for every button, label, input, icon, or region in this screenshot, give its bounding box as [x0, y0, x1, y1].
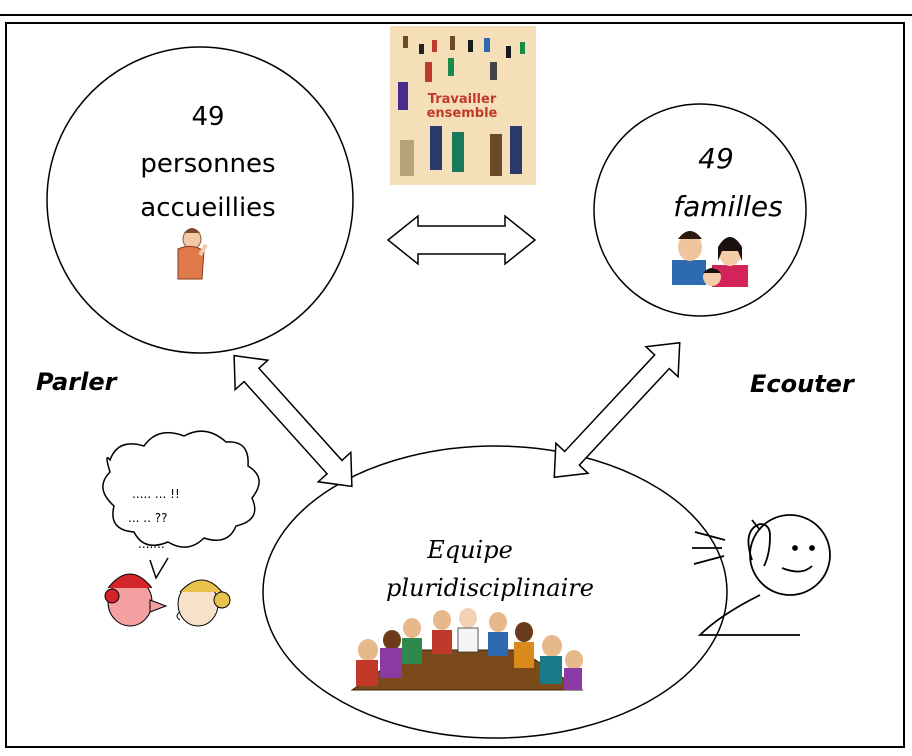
familles-label: familles	[673, 190, 782, 223]
speech-line-2: ... .. ??	[128, 511, 167, 525]
speech-cloud	[102, 430, 260, 580]
meeting-team-icon	[350, 608, 584, 691]
familles-circle	[593, 103, 807, 317]
arrow-familles-equipe	[553, 341, 681, 479]
parler-label: Parler	[36, 368, 119, 396]
poster-text-1: Travailler	[428, 92, 497, 107]
diagram-frame	[5, 22, 905, 748]
arrow-personnes-equipe	[233, 354, 353, 488]
travailler-ensemble-poster: Travailler ensemble	[390, 26, 536, 185]
personnes-count: 49	[191, 102, 224, 132]
top-border	[0, 0, 912, 16]
personnes-label-2: accueillies	[140, 193, 275, 223]
equipe-ellipse	[262, 445, 728, 739]
personnes-circle	[46, 46, 354, 354]
speech-line-3: .......	[138, 537, 165, 551]
equipe-label-1: Equipe	[426, 536, 513, 564]
talking-faces-icon	[104, 573, 231, 627]
arrow-personnes-familles	[386, 214, 537, 266]
familles-count: 49	[698, 142, 734, 175]
person-thinking-icon	[177, 228, 208, 280]
listening-person-icon	[692, 514, 831, 636]
equipe-label-2: pluridisciplinaire	[386, 574, 594, 602]
speech-line-1: ..... ... !!	[132, 487, 180, 501]
poster-text-2: ensemble	[427, 106, 498, 121]
family-icon	[672, 231, 748, 287]
ecouter-label: Ecouter	[750, 370, 856, 398]
personnes-label-1: personnes	[140, 149, 275, 179]
